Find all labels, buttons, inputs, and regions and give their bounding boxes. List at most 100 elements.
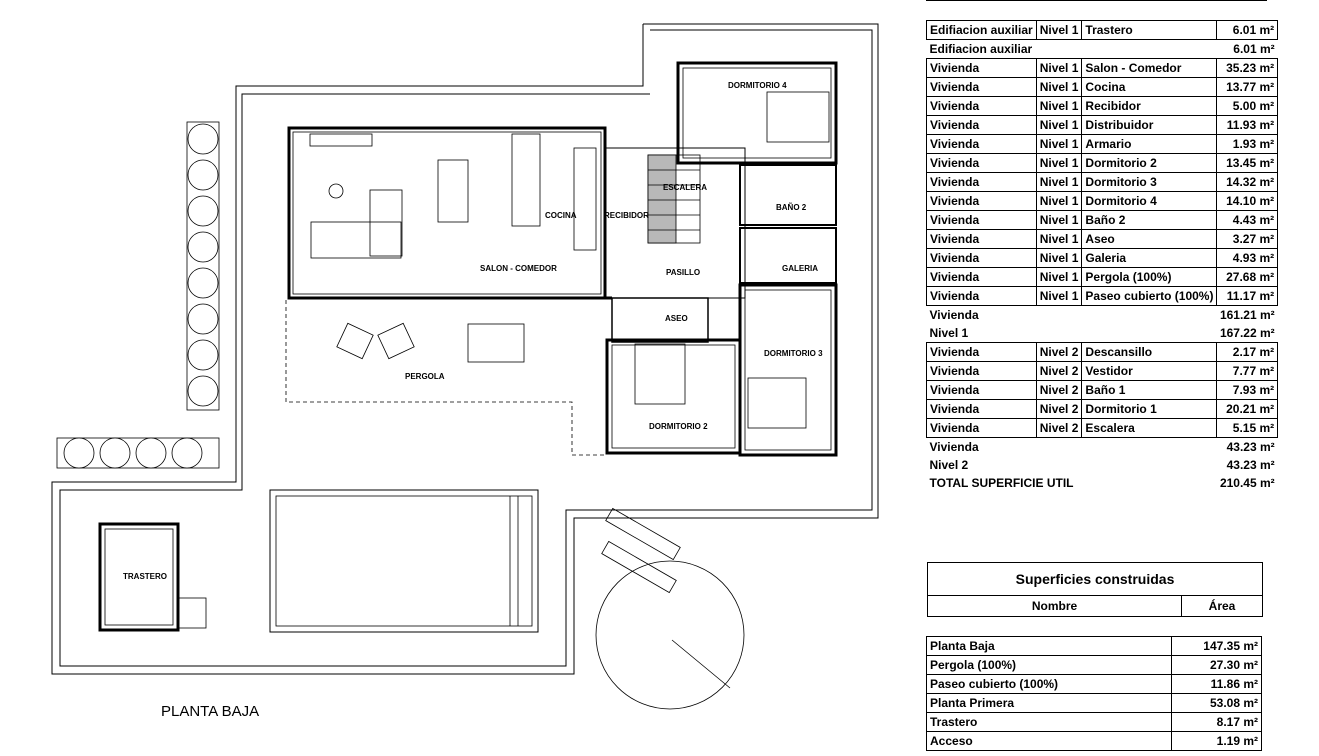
plot-boundary [51, 23, 879, 675]
cell-type: Vivienda [926, 418, 1037, 438]
cell-room: Distribuidor [1081, 115, 1218, 135]
stairs [647, 154, 701, 244]
subtotal-area: 43.23 m² [1226, 440, 1275, 454]
cell-type: Vivienda [926, 380, 1037, 400]
cell-area: 20.21 m² [1216, 399, 1279, 419]
round-terrace [595, 507, 745, 710]
cell-level: Nivel 1 [1035, 191, 1083, 211]
cell-type: Vivienda [926, 248, 1037, 268]
cell-area: 7.77 m² [1216, 361, 1279, 381]
cell-level: Nivel 1 [1035, 115, 1083, 135]
cell-area: 35.23 m² [1216, 58, 1279, 78]
cell-level: Nivel 1 [1035, 286, 1083, 306]
cell-type: Vivienda [926, 229, 1037, 249]
cell-area: 27.68 m² [1216, 267, 1279, 287]
subtotal-label: TOTAL SUPERFICIE UTIL [929, 476, 1074, 490]
cell-room: Baño 1 [1081, 380, 1218, 400]
cell-level: Nivel 2 [1035, 361, 1083, 381]
col-name-header: Nombre [928, 596, 1182, 616]
pool [269, 489, 539, 633]
label-dormitorio3: DORMITORIO 3 [764, 349, 823, 358]
cell-type: Vivienda [926, 210, 1037, 230]
label-galeria: GALERIA [782, 264, 818, 273]
label-recibidor: RECIBIDOR [604, 211, 649, 220]
cell-level: Nivel 1 [1035, 248, 1083, 268]
cell-name: Acceso [926, 731, 1172, 751]
cell-type: Vivienda [926, 77, 1037, 97]
table-row: Paseo cubierto (100%)11.86 m² [926, 674, 1262, 694]
cell-name: Pergola (100%) [926, 655, 1172, 675]
subtotal-label: Nivel 2 [929, 458, 969, 472]
label-salon: SALON - COMEDOR [480, 264, 557, 273]
cell-room: Dormitorio 4 [1081, 191, 1218, 211]
cell-type: Vivienda [926, 172, 1037, 192]
cell-type: Vivienda [926, 342, 1037, 362]
cell-area: 14.32 m² [1216, 172, 1279, 192]
cell-level: Nivel 1 [1035, 267, 1083, 287]
cell-area: 8.17 m² [1171, 712, 1262, 732]
cell-area: 4.93 m² [1216, 248, 1279, 268]
cell-level: Nivel 1 [1035, 229, 1083, 249]
subtotal-label: Nivel 1 [929, 326, 969, 340]
cell-room: Armario [1081, 134, 1218, 154]
cell-level: Nivel 2 [1035, 380, 1083, 400]
cell-type: Vivienda [926, 361, 1037, 381]
cell-area: 5.15 m² [1216, 418, 1279, 438]
hedge-trees [56, 121, 220, 469]
cell-room: Recibidor [1081, 96, 1218, 116]
cell-area: 147.35 m² [1171, 636, 1262, 656]
cell-area: 6.01 m² [1216, 20, 1279, 40]
cell-area: 27.30 m² [1171, 655, 1262, 675]
cell-type: Vivienda [926, 115, 1037, 135]
cell-type: Vivienda [926, 267, 1037, 287]
subtotal-label: Vivienda [929, 308, 979, 322]
cell-type: Vivienda [926, 286, 1037, 306]
cell-area: 3.27 m² [1216, 229, 1279, 249]
cell-level: Nivel 1 [1035, 172, 1083, 192]
cell-name: Trastero [926, 712, 1172, 732]
cell-room: Galeria [1081, 248, 1218, 268]
cell-level: Nivel 1 [1035, 20, 1083, 40]
cell-level: Nivel 2 [1035, 399, 1083, 419]
built-areas-title: Superficies construidas [928, 563, 1262, 596]
cell-level: Nivel 1 [1035, 153, 1083, 173]
cell-room: Pergola (100%) [1081, 267, 1218, 287]
label-aseo: ASEO [665, 314, 688, 323]
built-areas-header: Superficies construidas Nombre Área [927, 562, 1263, 617]
label-dormitorio4: DORMITORIO 4 [728, 81, 787, 90]
cell-room: Cocina [1081, 77, 1218, 97]
cell-area: 1.19 m² [1171, 731, 1262, 751]
cell-name: Planta Baja [926, 636, 1172, 656]
label-pergola: PERGOLA [405, 372, 445, 381]
cell-name: Planta Primera [926, 693, 1172, 713]
cell-area: 4.43 m² [1216, 210, 1279, 230]
cell-area: 13.45 m² [1216, 153, 1279, 173]
label-pasillo: PASILLO [666, 268, 700, 277]
cell-type: Vivienda [926, 134, 1037, 154]
cell-room: Aseo [1081, 229, 1218, 249]
cell-room: Trastero [1081, 20, 1218, 40]
cell-area: 1.93 m² [1216, 134, 1279, 154]
cell-room: Descansillo [1081, 342, 1218, 362]
label-escalera: ESCALERA [663, 183, 707, 192]
cell-type: Vivienda [926, 96, 1037, 116]
plan-title: PLANTA BAJA [161, 703, 260, 720]
cell-type: Vivienda [926, 191, 1037, 211]
house-walls [287, 61, 838, 457]
